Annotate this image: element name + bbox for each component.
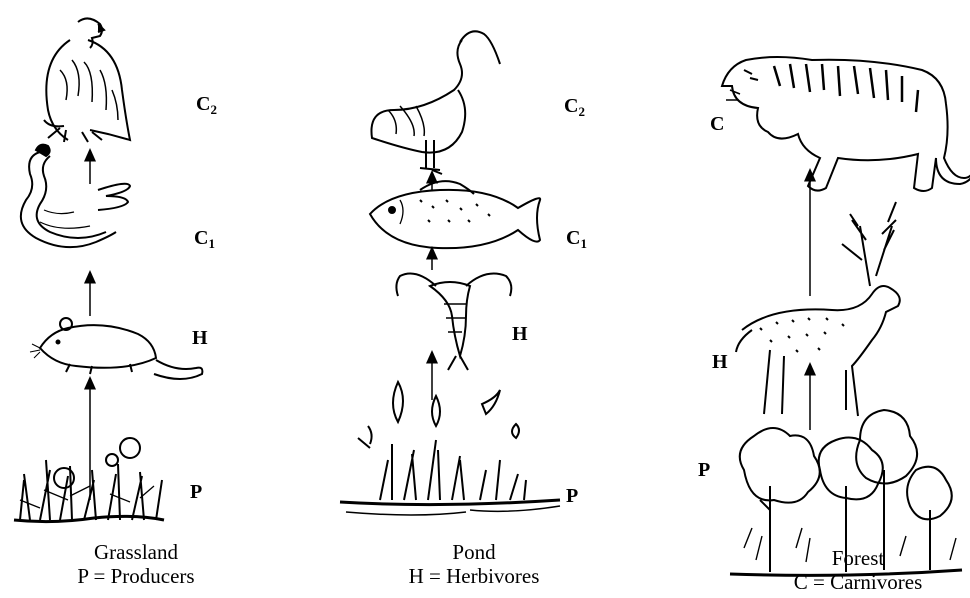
forest-definition: C = Carnivores xyxy=(748,570,968,594)
pond-level-p-label: P xyxy=(566,486,578,512)
crane-icon xyxy=(371,31,500,174)
insect-larva-icon xyxy=(396,274,511,370)
forest-level-p-label: P xyxy=(698,460,710,486)
grassland-level-h-label: H xyxy=(192,328,208,354)
grass-icon xyxy=(14,438,164,522)
forest-title: Forest xyxy=(748,546,968,570)
pond-caption: Pond H = Herbivores xyxy=(364,540,584,588)
pond-title: Pond xyxy=(364,540,584,564)
snake-icon xyxy=(21,145,130,247)
grassland-level-c2-label: C2 xyxy=(196,94,217,120)
pond-level-c2-label: C2 xyxy=(564,96,585,122)
aquatic-plants-icon xyxy=(340,382,560,515)
forest-level-c-label: C xyxy=(710,114,724,140)
grassland-level-c1-label: C1 xyxy=(194,228,215,254)
deer-icon xyxy=(736,202,900,416)
fish-icon xyxy=(370,181,540,248)
pond-level-h-label: H xyxy=(512,324,528,350)
grassland-level-p-label: P xyxy=(190,482,202,508)
pond-level-c1-label: C1 xyxy=(566,228,587,254)
pond-definition: H = Herbivores xyxy=(364,564,584,588)
grassland-title: Grassland xyxy=(26,540,246,564)
eagle-icon xyxy=(44,18,130,142)
tiger-icon xyxy=(722,57,970,191)
grassland-definition: P = Producers xyxy=(26,564,246,588)
forest-level-h-label: H xyxy=(712,352,728,378)
forest-caption: Forest C = Carnivores xyxy=(748,546,968,594)
grassland-caption: Grassland P = Producers xyxy=(26,540,246,588)
rat-icon xyxy=(30,318,202,379)
